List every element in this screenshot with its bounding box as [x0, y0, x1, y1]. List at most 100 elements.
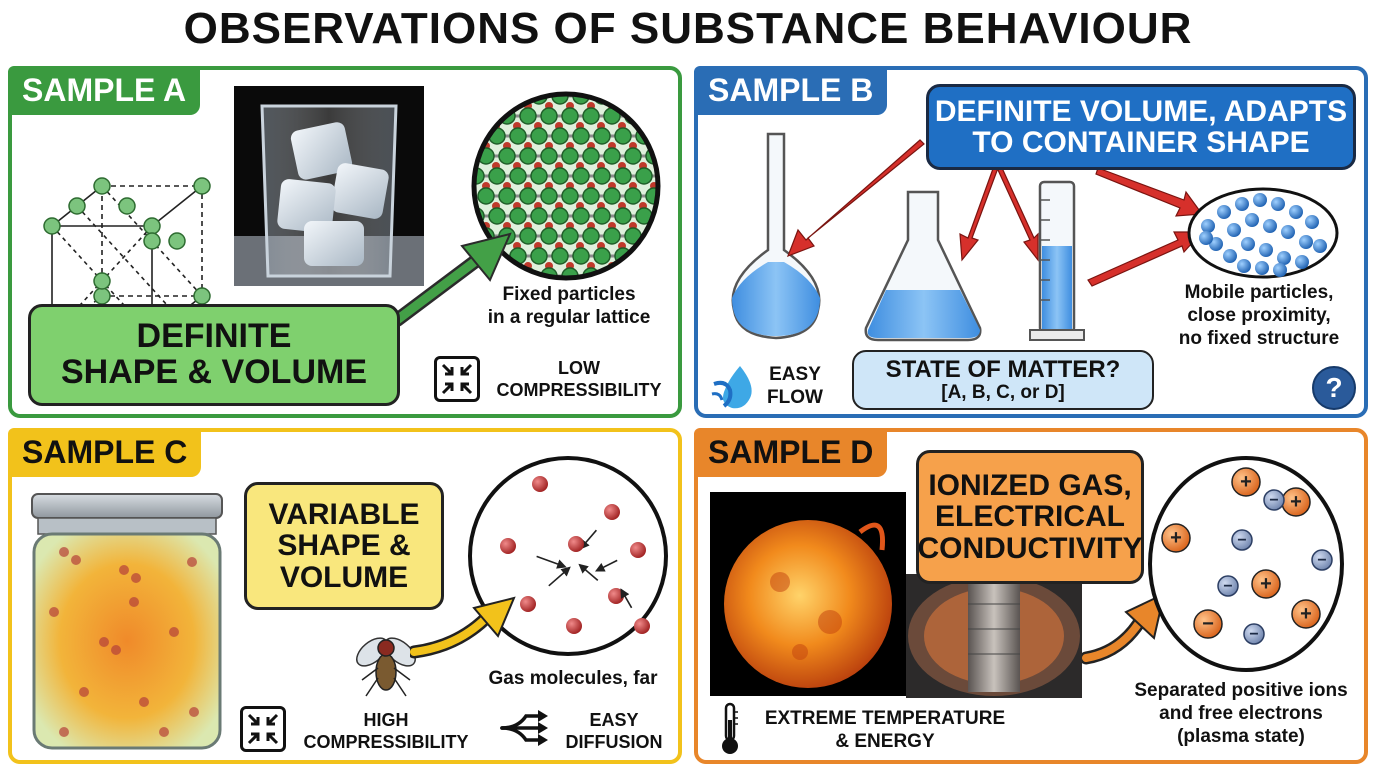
sample-a-headline-text: DEFINITE SHAPE & VOLUME	[60, 317, 368, 391]
lattice-atom	[519, 147, 537, 165]
lattice-atom	[614, 167, 632, 185]
sample-a-headline: DEFINITE SHAPE & VOLUME	[28, 304, 400, 406]
sample-c-headline-text: VARIABLE SHAPE & VOLUME	[268, 497, 420, 594]
sample-b-flow: EASY FLOW	[767, 364, 823, 408]
compress-icon	[434, 356, 480, 402]
electron	[1231, 529, 1253, 551]
liquid-particle	[1271, 197, 1285, 211]
electron-sign: −	[1223, 578, 1232, 595]
sample-d-tag: SAMPLE D	[694, 428, 888, 477]
liquid-particle	[1253, 193, 1267, 207]
lattice-atom	[582, 147, 600, 165]
electron	[1217, 575, 1239, 597]
liquid-particle	[1199, 231, 1213, 245]
lattice-atom	[656, 94, 658, 105]
sample-c-diffusion: EASY DIFFUSION	[565, 710, 663, 752]
sample-d-caption: Separated positive ions and free electro…	[1134, 680, 1348, 747]
lattice-atom	[561, 227, 579, 245]
lattice-atom	[582, 107, 600, 125]
gas-particle	[500, 538, 516, 554]
sample-c-caption: Gas molecules, far	[488, 668, 658, 689]
motion-arrow	[536, 555, 567, 569]
state-question-box[interactable]: STATE OF MATTER? [A, B, C, or D]	[852, 350, 1154, 410]
lattice-atom	[614, 127, 632, 145]
water-drop-icon	[711, 366, 752, 409]
lattice-zoom-circle	[471, 91, 664, 281]
electron-sign: −	[1269, 492, 1278, 509]
motion-arrow	[578, 563, 599, 582]
electron-sign: −	[1237, 532, 1246, 549]
electron-sign: −	[1317, 552, 1326, 569]
gas-particle	[630, 542, 646, 558]
ion-sign: +	[1300, 603, 1312, 625]
lattice-atom	[624, 147, 642, 165]
lattice-atom	[593, 247, 611, 265]
gas-particle	[568, 536, 584, 552]
lattice-atom	[477, 187, 495, 205]
lattice-atom	[635, 247, 653, 265]
motion-arrow	[620, 588, 633, 609]
gas-particle	[604, 504, 620, 520]
ice-beaker-photo	[234, 86, 424, 286]
gas-jar-illustration	[31, 493, 223, 750]
lattice-atom	[551, 167, 569, 185]
help-icon-glyph: ?	[1325, 372, 1343, 403]
gas-particles-circle	[468, 456, 668, 656]
liquid-particle	[1255, 261, 1269, 275]
lattice-atom	[572, 167, 590, 185]
lattice-atom-small	[660, 242, 664, 250]
lattice-atom	[572, 247, 590, 265]
lattice-atom	[635, 167, 653, 185]
electron	[1243, 623, 1265, 645]
fusion-reactor-photo	[906, 574, 1082, 698]
lattice-atom	[635, 94, 653, 105]
liquid-particle	[1223, 249, 1237, 263]
sample-a-tag: SAMPLE A	[8, 66, 201, 115]
help-icon[interactable]: ?	[1312, 366, 1356, 410]
liquid-particle	[1259, 243, 1273, 257]
high-compress-icon	[240, 706, 286, 752]
lattice-atom	[540, 107, 558, 125]
motion-arrow	[548, 566, 571, 587]
electron-sign: −	[1249, 626, 1258, 643]
panel-sample-a: SAMPLE A	[8, 66, 682, 418]
lattice-atom	[498, 147, 516, 165]
liquid-particle	[1289, 205, 1303, 219]
lattice-atom	[614, 207, 632, 225]
lattice-atom	[551, 207, 569, 225]
lattice-atom	[561, 107, 579, 125]
gas-particle	[532, 476, 548, 492]
liquid-particle	[1295, 255, 1309, 269]
fly-icon	[356, 637, 416, 697]
panel-sample-c: SAMPLE C VARIABLE SHAPE & VOLUME	[8, 428, 682, 764]
liquid-containers	[731, 132, 1085, 342]
sample-a-compressibility: LOW COMPRESSIBILITY	[496, 358, 662, 400]
ion-sign: +	[1240, 471, 1252, 493]
sample-d-headline-text: IONIZED GAS, ELECTRICAL CONDUCTIVITY	[917, 468, 1143, 565]
lattice-atom	[474, 94, 485, 105]
liquid-particle	[1237, 259, 1251, 273]
gas-particle	[566, 618, 582, 634]
lattice-atom	[572, 127, 590, 145]
panel-sample-b: SAMPLE B DEFINITE VOLUME, ADAPTS TO CONT…	[694, 66, 1368, 418]
lattice-atom	[603, 147, 621, 165]
positive-ion	[1193, 609, 1223, 639]
lattice-atom	[530, 167, 548, 185]
lattice-atom	[540, 187, 558, 205]
sample-d-headline: IONIZED GAS, ELECTRICAL CONDUCTIVITY	[916, 450, 1144, 584]
ion-sign: +	[1170, 527, 1182, 549]
liquid-particle	[1277, 251, 1291, 265]
gas-particle	[608, 588, 624, 604]
lattice-atom	[498, 187, 516, 205]
liquid-particle	[1299, 235, 1313, 249]
lattice-atom	[582, 187, 600, 205]
lattice-atom	[572, 207, 590, 225]
lattice-atom	[582, 227, 600, 245]
lattice-atom-small	[650, 102, 658, 110]
lattice-atom-small	[660, 202, 664, 210]
ion-sign: +	[1290, 491, 1302, 513]
lattice-atom	[530, 207, 548, 225]
pointer-arrow	[392, 232, 512, 327]
liquid-particles-circle	[1187, 187, 1339, 279]
gas-particle	[520, 596, 536, 612]
